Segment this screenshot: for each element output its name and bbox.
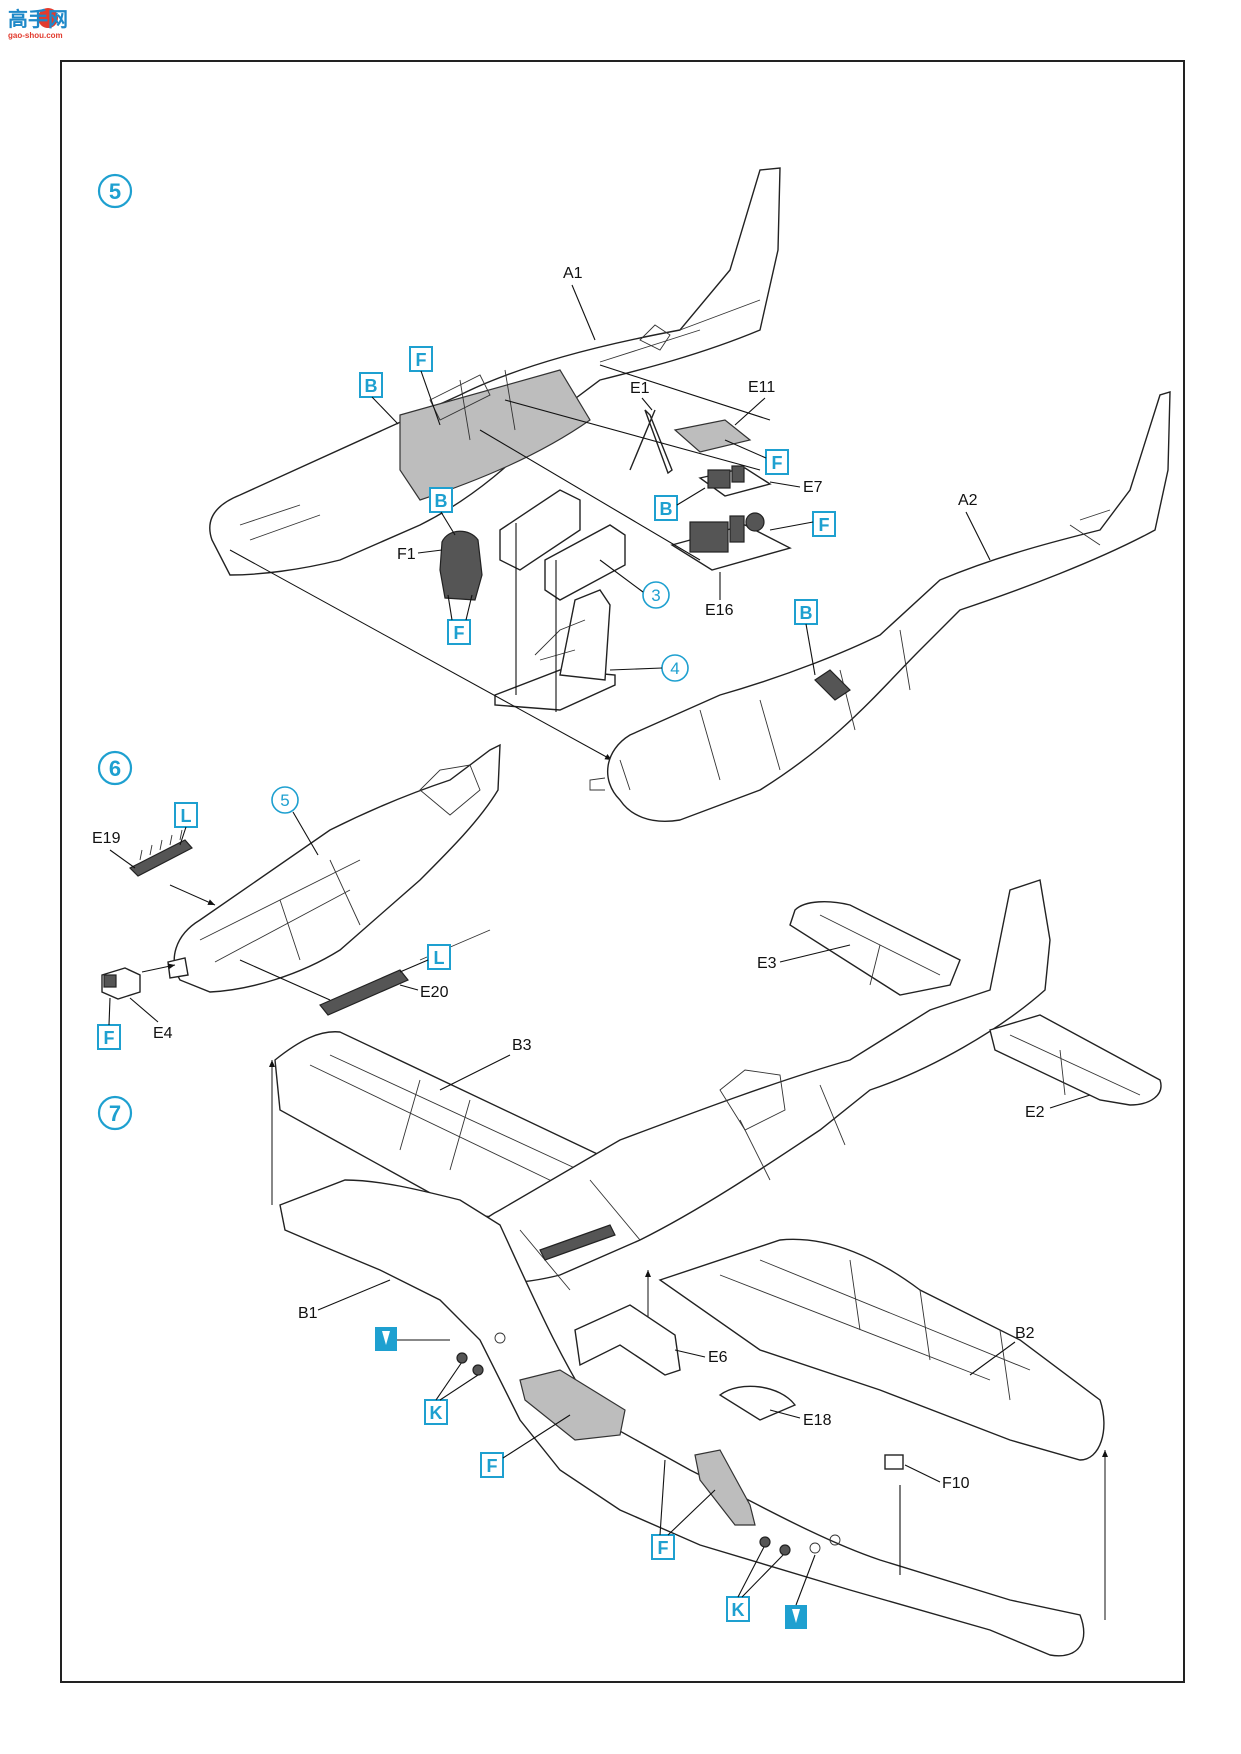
- subassembly-3-panel-b: [544, 524, 626, 601]
- sub-ref-5: 5: [280, 791, 289, 810]
- drill-hole-marker-1: [375, 1327, 450, 1351]
- label-e4: E4: [153, 1025, 173, 1042]
- fuselage-nose-step-6: [167, 743, 501, 993]
- color-code-k-2: K: [726, 1544, 786, 1622]
- color-code-f-7: F: [651, 1459, 716, 1560]
- cockpit-floor-shade: [399, 369, 591, 501]
- drill-hole: [829, 1534, 841, 1546]
- svg-text:L: L: [181, 806, 192, 826]
- label-b3: B3: [512, 1037, 532, 1054]
- step-7-circle: [97, 1095, 133, 1131]
- svg-text:B: B: [365, 376, 378, 396]
- label-b2: B2: [1015, 1325, 1035, 1342]
- step-5-number: 5: [109, 179, 121, 204]
- svg-text:L: L: [434, 948, 445, 968]
- part-e3-stabilizer: [789, 901, 961, 996]
- svg-text:F: F: [772, 453, 783, 473]
- part-e6: [574, 1304, 681, 1376]
- subassembly-3-panel-a: [499, 489, 581, 571]
- label-e2: E2: [1025, 1104, 1045, 1121]
- color-code-f-3: F: [724, 439, 789, 475]
- svg-text:B: B: [435, 491, 448, 511]
- svg-text:F: F: [416, 350, 427, 370]
- color-code-b-4: B: [794, 599, 818, 676]
- subassembly-4-seat: [559, 589, 611, 681]
- page-border: [60, 60, 1185, 1683]
- svg-text:F: F: [487, 1456, 498, 1476]
- label-e19: E19: [92, 830, 121, 847]
- sub-ref-3: 3: [651, 586, 660, 605]
- svg-text:B: B: [660, 499, 673, 519]
- svg-text:K: K: [430, 1403, 443, 1423]
- fuselage-half-a1: [209, 167, 781, 576]
- label-e6: E6: [708, 1349, 728, 1366]
- part-f10: [884, 1454, 904, 1470]
- label-b1: B1: [298, 1305, 318, 1322]
- part-gear-bay-left: [519, 1369, 626, 1441]
- logo-brand: 高手网: [8, 7, 68, 31]
- label-a1: A1: [563, 265, 583, 282]
- part-e18: [718, 1385, 797, 1421]
- color-code-k-1: K: [424, 1361, 479, 1425]
- svg-text:F: F: [819, 515, 830, 535]
- step-7-group: 7 B3 E3 E2 B1 B2: [97, 879, 1162, 1657]
- color-code-l-1: L: [174, 802, 198, 846]
- drill-hole: [494, 1332, 506, 1344]
- color-code-f-6: F: [480, 1414, 571, 1478]
- svg-text:B: B: [800, 603, 813, 623]
- svg-text:F: F: [658, 1538, 669, 1558]
- part-e20: [319, 969, 409, 1016]
- color-code-f-5: F: [97, 997, 121, 1050]
- label-e18: E18: [803, 1412, 832, 1429]
- label-e1: E1: [630, 380, 650, 397]
- label-e3: E3: [757, 955, 777, 972]
- step-6-group: 6 5 E19 L E20 L: [92, 743, 501, 1050]
- svg-text:K: K: [732, 1600, 745, 1620]
- svg-text:F: F: [104, 1028, 115, 1048]
- logo-mark-icon: [38, 8, 58, 28]
- step-5-group: 5 A1 E1 E11 E7 E16 F: [97, 167, 1171, 822]
- part-e19: [128, 839, 193, 877]
- fuselage-assembled-a2: [589, 391, 1171, 822]
- part-f1: [439, 530, 483, 601]
- logo-url: gao-shou.com: [8, 31, 63, 40]
- part-e2-stabilizer: [989, 1014, 1162, 1106]
- label-e11: E11: [748, 379, 775, 396]
- part-e11: [673, 419, 752, 453]
- step-6-circle: [97, 750, 133, 786]
- label-e20: E20: [420, 984, 449, 1001]
- part-gear-bay-right: [694, 1449, 756, 1526]
- label-a2: A2: [958, 492, 978, 509]
- step-6-number: 6: [109, 756, 121, 781]
- label-f1: F1: [397, 546, 416, 563]
- color-code-f-2: F: [447, 594, 473, 645]
- part-e1: [629, 409, 673, 475]
- color-code-l-2: L: [399, 944, 451, 973]
- color-code-b-1: B: [359, 372, 399, 425]
- color-code-f-4: F: [769, 511, 836, 537]
- svg-text:F: F: [454, 623, 465, 643]
- step-5-circle: [97, 173, 133, 209]
- color-code-b-3: B: [654, 487, 706, 521]
- subassembly-4-floor: [494, 669, 616, 711]
- sub-ref-3-circle: [642, 581, 670, 609]
- drill-hole-marker-2: [785, 1554, 816, 1629]
- color-code-f-1: F: [409, 346, 441, 426]
- fuselage-step-7: [461, 879, 1051, 1291]
- step-7-number: 7: [109, 1101, 121, 1126]
- color-code-b-2: B: [429, 487, 456, 536]
- sub-ref-4: 4: [670, 659, 679, 678]
- drill-hole: [809, 1542, 821, 1554]
- sub-ref-5-circle: [271, 786, 299, 814]
- label-f10: F10: [942, 1475, 970, 1492]
- label-e7: E7: [803, 479, 823, 496]
- watermark-logo: 高手网 gao-shou.com: [8, 7, 68, 40]
- label-e16: E16: [705, 602, 734, 619]
